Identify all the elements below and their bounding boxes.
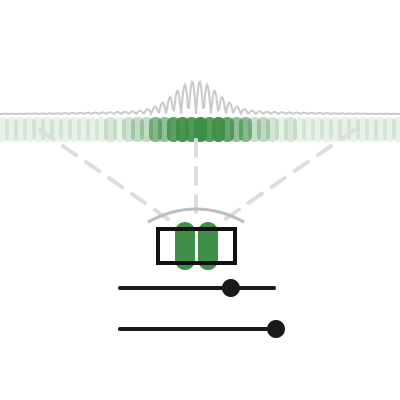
wavefront-arc bbox=[147, 207, 245, 224]
fringe-bar bbox=[239, 117, 252, 142]
fringe-strip bbox=[0, 117, 400, 142]
fringe-bar bbox=[383, 117, 396, 142]
fringe-bar bbox=[320, 117, 333, 142]
fringe-bar bbox=[95, 117, 108, 142]
fringe-bar bbox=[131, 117, 144, 142]
fringe-bar bbox=[311, 117, 324, 142]
fringe-bar bbox=[23, 117, 36, 142]
fringe-bar bbox=[275, 117, 288, 142]
fringe-bar bbox=[0, 117, 9, 142]
slider-1-knob[interactable] bbox=[221, 279, 240, 297]
fringe-bar bbox=[365, 117, 378, 142]
slider-2[interactable] bbox=[118, 320, 285, 338]
slider-1[interactable] bbox=[118, 279, 276, 297]
fringe-bar bbox=[122, 117, 135, 142]
intensity-waveform bbox=[0, 79, 400, 116]
slider-2-knob[interactable] bbox=[267, 320, 285, 338]
guide-left bbox=[38, 128, 177, 226]
fringe-bar bbox=[392, 117, 400, 142]
fringe-bar bbox=[374, 117, 387, 142]
fringe-bar bbox=[248, 117, 261, 142]
fringe-bar bbox=[257, 117, 270, 142]
fringe-bar bbox=[14, 117, 27, 142]
fringe-bar bbox=[293, 117, 306, 142]
slit-bar-right bbox=[198, 222, 218, 270]
rectangle-outline-icon bbox=[156, 227, 237, 265]
fringe-bar bbox=[5, 117, 18, 142]
fringe-bar bbox=[68, 117, 81, 142]
fringe-bar bbox=[104, 117, 117, 142]
slit-bar-left bbox=[175, 222, 195, 270]
guide-right bbox=[216, 128, 356, 226]
fringe-bar bbox=[266, 117, 279, 142]
fringe-bar bbox=[302, 117, 315, 142]
fringe-bar bbox=[356, 117, 369, 142]
fringe-bar bbox=[59, 117, 72, 142]
fringe-bar bbox=[50, 117, 63, 142]
slit-aperture[interactable] bbox=[156, 222, 237, 270]
fringe-bar bbox=[284, 117, 297, 142]
fringe-bar bbox=[77, 117, 90, 142]
fringe-bar bbox=[329, 117, 342, 142]
fringe-bar bbox=[113, 117, 126, 142]
fringe-bar bbox=[86, 117, 99, 142]
